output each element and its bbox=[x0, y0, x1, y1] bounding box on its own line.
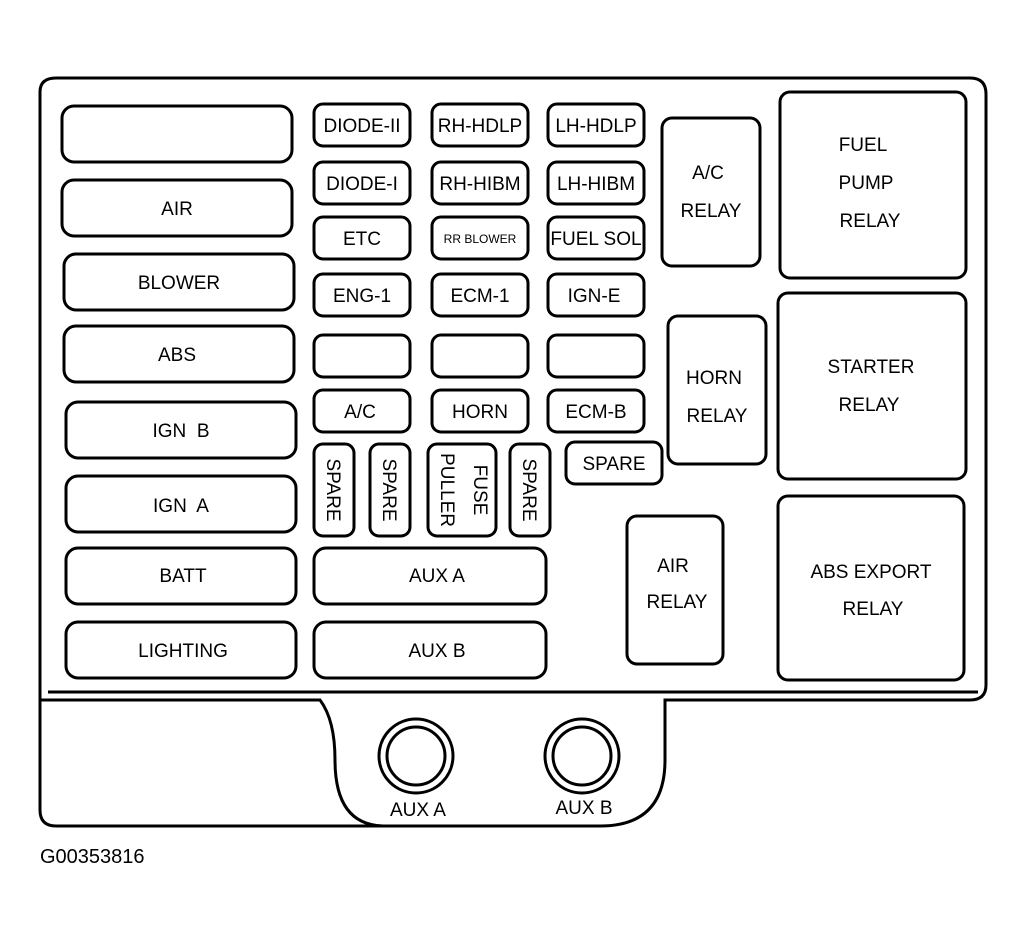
abs-export-relay-line2: RELAY bbox=[843, 599, 904, 620]
fuse-aux-a bbox=[312, 546, 548, 606]
ac-relay-line2: RELAY bbox=[681, 201, 742, 222]
fuel-pump-relay-line1: FUEL bbox=[839, 135, 888, 156]
abs-export-relay bbox=[776, 494, 966, 682]
fuse-air-label: AIR bbox=[161, 199, 193, 220]
fuse-lighting bbox=[64, 620, 298, 680]
spare-slot-2-label: SPARE bbox=[378, 458, 399, 521]
fuse-blower bbox=[62, 252, 296, 312]
fuse-puller bbox=[426, 442, 498, 538]
spare-slot-3-label: SPARE bbox=[518, 458, 539, 521]
fuse-lh-hibm bbox=[546, 160, 646, 206]
fuse-horn-label: HORN bbox=[452, 402, 508, 423]
horn-relay-line2: RELAY bbox=[687, 406, 748, 427]
fuse-ac-label: A/C bbox=[344, 402, 376, 423]
air-relay-line2: RELAY bbox=[647, 592, 708, 613]
fuse-rh-hdlp bbox=[430, 102, 530, 148]
spare-slot-2 bbox=[368, 442, 412, 538]
fuse-batt-label: BATT bbox=[159, 566, 207, 587]
relay-group: A/C RELAY HORN RELAY AIR RELAY FUEL PUMP… bbox=[625, 90, 968, 682]
vertical-slot-row: SPARE SPARE FUSE PULLER SPARE SPARE bbox=[312, 440, 664, 538]
fuse-air bbox=[60, 178, 294, 238]
spare-slot-3 bbox=[508, 442, 552, 538]
spare-small-fuse-label: SPARE bbox=[582, 454, 645, 475]
fuse-rh-hibm bbox=[430, 160, 530, 206]
fuse-rr-blower bbox=[430, 215, 530, 261]
fuse-block-housing bbox=[38, 76, 988, 828]
fuse-abs-label: ABS bbox=[158, 345, 196, 366]
fuse-ign-b-label: IGN B bbox=[152, 421, 209, 442]
fuse-lh-hibm-label: LH-HIBM bbox=[557, 174, 635, 195]
starter-relay-line1: STARTER bbox=[828, 357, 915, 378]
fuse-ign-e-label: IGN-E bbox=[568, 286, 621, 307]
fuse-diode-ii-label: DIODE-II bbox=[323, 116, 400, 137]
fuse-horn bbox=[430, 388, 530, 434]
fuse-blank-col2 bbox=[430, 333, 530, 379]
fuse-ign-b bbox=[64, 400, 298, 460]
fuse-ign-a-label: IGN A bbox=[153, 496, 209, 517]
fuse-rh-hdlp-label: RH-HDLP bbox=[438, 116, 522, 137]
fuse-eng-1 bbox=[312, 272, 412, 318]
fuse-ecm-1 bbox=[430, 272, 530, 318]
fuse-ecm-b-label: ECM-B bbox=[565, 402, 626, 423]
fuse-diode-i-label: DIODE-I bbox=[326, 174, 398, 195]
aux-a-connector-label: AUX A bbox=[390, 800, 446, 821]
fuse-blank-col1 bbox=[312, 333, 412, 379]
starter-relay bbox=[776, 291, 968, 481]
air-relay-line1: AIR bbox=[657, 556, 689, 577]
aux-a-connector-inner bbox=[385, 725, 447, 787]
spare-slot-1 bbox=[312, 442, 356, 538]
fuse-abs bbox=[62, 324, 296, 384]
fuse-lighting-label: LIGHTING bbox=[138, 641, 228, 662]
fuse-aux-b bbox=[312, 620, 548, 680]
air-relay bbox=[625, 514, 725, 666]
fuse-diode-i bbox=[312, 160, 412, 206]
fuse-blower-label: BLOWER bbox=[138, 273, 220, 294]
spare-small-fuse bbox=[564, 440, 664, 486]
fuse-fuel-sol bbox=[546, 215, 646, 261]
figure-id: G00353816 bbox=[40, 846, 145, 868]
fuse-aux-a-label: AUX A bbox=[409, 566, 465, 587]
fuse-ign-a bbox=[64, 474, 298, 534]
fuse-etc bbox=[312, 215, 412, 261]
fuse-blank-col3 bbox=[546, 333, 646, 379]
mini-fuse-column-1: DIODE-II DIODE-I ETC ENG-1 A/C bbox=[312, 102, 412, 434]
fuse-eng-1-label: ENG-1 bbox=[333, 286, 391, 307]
fuse-fuel-sol-label: FUEL SOL bbox=[550, 229, 641, 250]
fuse-rh-hibm-label: RH-HIBM bbox=[439, 174, 520, 195]
fuel-pump-relay-line3: RELAY bbox=[840, 211, 901, 232]
aux-b-connector-label: AUX B bbox=[555, 798, 612, 819]
left-fuse-blank bbox=[60, 104, 294, 164]
fuse-puller-line1: FUSE bbox=[469, 465, 490, 516]
left-fuse-column: AIR BLOWER ABS IGN B IGN A BATT LIGHTING bbox=[60, 104, 298, 680]
horn-relay bbox=[666, 314, 768, 466]
fuse-batt bbox=[64, 546, 298, 606]
fuse-etc-label: ETC bbox=[343, 229, 381, 250]
fuse-lh-hdlp-label: LH-HDLP bbox=[555, 116, 636, 137]
aux-fuse-row: AUX A AUX B bbox=[312, 546, 548, 680]
fuse-ac bbox=[312, 388, 412, 434]
abs-export-relay-line1: ABS EXPORT bbox=[810, 562, 931, 583]
fuse-ecm-b bbox=[546, 388, 646, 434]
aux-b-connector-inner bbox=[551, 725, 613, 787]
starter-relay-line2: RELAY bbox=[839, 395, 900, 416]
fuse-block-lower-flange bbox=[38, 700, 385, 828]
fuse-aux-b-label: AUX B bbox=[408, 641, 465, 662]
horn-relay-line1: HORN bbox=[686, 368, 742, 389]
spare-slot-1-label: SPARE bbox=[322, 458, 343, 521]
fuel-pump-relay-line2: PUMP bbox=[839, 173, 894, 194]
mini-fuse-column-2: RH-HDLP RH-HIBM RR BLOWER ECM-1 HORN bbox=[430, 102, 530, 434]
fuse-ign-e bbox=[546, 272, 646, 318]
fuse-diode-ii bbox=[312, 102, 412, 148]
fuel-pump-relay bbox=[778, 90, 968, 280]
ac-relay bbox=[660, 116, 762, 268]
ac-relay-line1: A/C bbox=[692, 163, 724, 184]
fuse-puller-line2: PULLER bbox=[436, 453, 457, 527]
aux-connector-group: AUX A AUX B bbox=[377, 717, 621, 821]
fuse-ecm-1-label: ECM-1 bbox=[450, 286, 509, 307]
mini-fuse-column-3: LH-HDLP LH-HIBM FUEL SOL IGN-E ECM-B bbox=[546, 102, 646, 434]
fuse-rr-blower-label: RR BLOWER bbox=[444, 232, 517, 246]
fuse-lh-hdlp bbox=[546, 102, 646, 148]
